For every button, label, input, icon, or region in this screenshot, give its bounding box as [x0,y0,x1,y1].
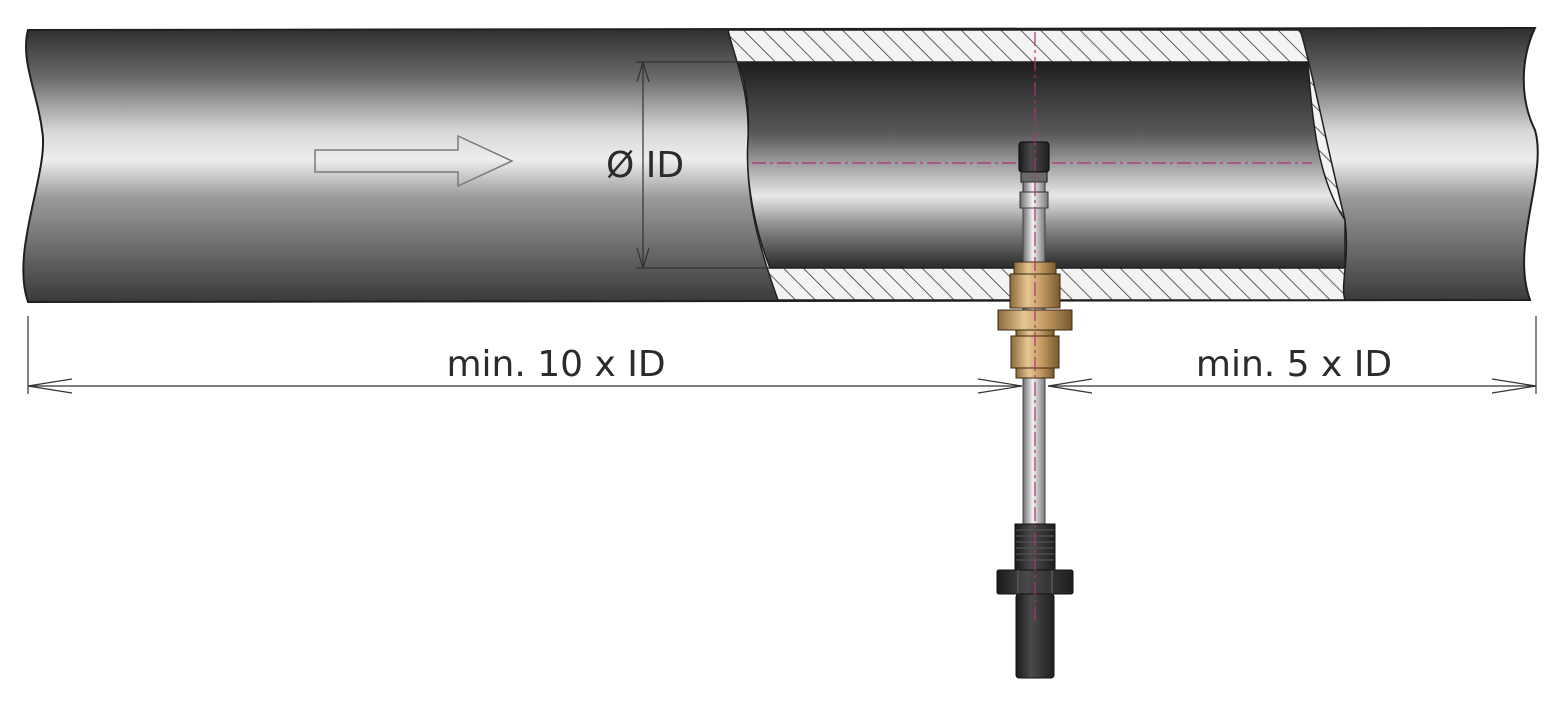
flow-sensor [996,141,1074,679]
diameter-dimension [636,61,770,269]
diameter-label: Ø ID [606,145,684,186]
right-arrow-outline-icon [314,134,514,188]
downstream-length-label: min. 5 x ID [1196,344,1392,385]
length-dimensions [27,316,1537,394]
upstream-length-label: min. 10 x ID [446,344,665,385]
